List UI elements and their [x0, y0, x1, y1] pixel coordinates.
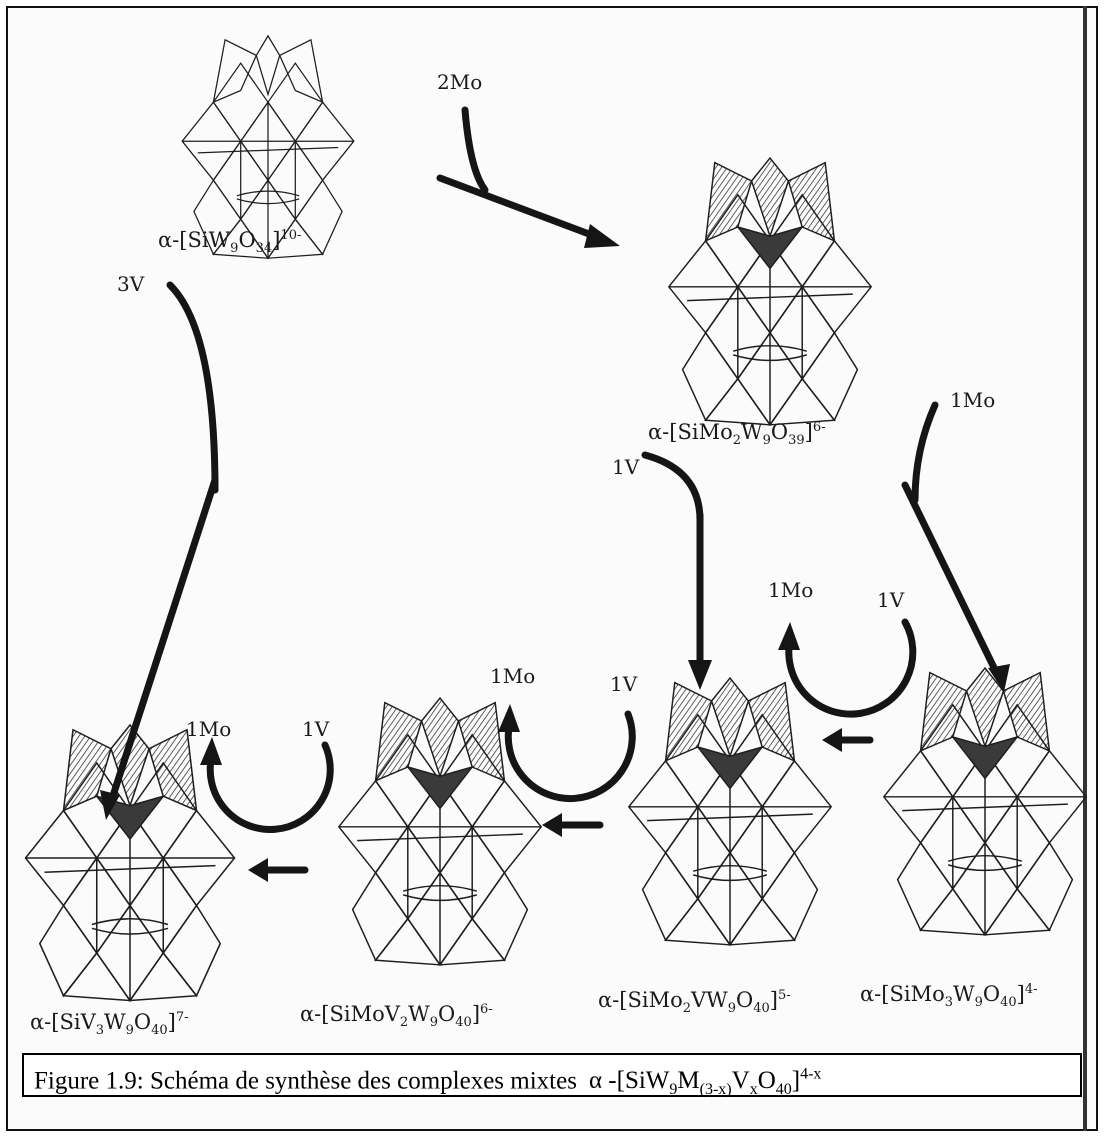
arrowhead-loop-3 [778, 622, 800, 650]
cluster-simo3w9o40 [884, 668, 1086, 935]
cluster-siw9o34 [182, 36, 354, 258]
arrow-1mo-right [905, 485, 1000, 680]
caption-text: Figure 1.9: Schéma de synthèse des compl… [34, 1067, 577, 1094]
reagent-3v: 3V [117, 272, 144, 296]
loop-arc-3 [789, 622, 913, 714]
loop-arc-2 [508, 714, 632, 799]
reagent-1v-loop3: 1V [877, 588, 904, 612]
reagent-1mo-loop2: 1Mo [490, 664, 535, 688]
reagent-1v-loop1: 1V [302, 717, 329, 741]
arrow-2mo-branch [465, 110, 485, 190]
cluster-simo2w9o39 [669, 158, 871, 425]
label-simo2vw9o40: α-[SiMo2VW9O40]5- [598, 988, 791, 1016]
label-simo2w9o39: α-[SiMo2W9O39]6- [648, 420, 826, 448]
arrowhead-1v-mid [688, 660, 712, 690]
reagent-2mo: 2Mo [437, 70, 482, 94]
arrowhead-h3 [822, 728, 842, 752]
arrowhead-loop-2 [498, 704, 520, 732]
arrowhead-2mo [584, 224, 620, 248]
reagent-1v-mid: 1V [612, 455, 639, 479]
label-siw9o34: α-[SiW9O34]10- [158, 228, 301, 256]
reagent-1v-loop2: 1V [610, 672, 637, 696]
cluster-simo2vw9o40 [629, 678, 831, 945]
caption-formula: α -[SiW9M(3-x)VxO40]4-x [589, 1067, 821, 1094]
figure-caption: Figure 1.9: Schéma de synthèse des compl… [22, 1053, 1082, 1097]
arrow-2mo [440, 178, 605, 240]
cluster-siv3w9o40 [25, 725, 234, 1001]
loop-arc-1 [210, 745, 330, 829]
reagent-1mo-loop3: 1Mo [768, 578, 813, 602]
label-simo3w9o40: α-[SiMo3W9O40]4- [860, 982, 1038, 1010]
reagent-1mo-right: 1Mo [950, 388, 995, 412]
arrowhead-h2 [542, 813, 562, 837]
arrowhead-loop-1 [200, 737, 222, 765]
reagent-1mo-loop1: 1Mo [186, 717, 231, 741]
arrow-1mo-right-branch [915, 405, 935, 500]
label-simov2w9o40: α-[SiMoV2W9O40]6- [300, 1002, 493, 1030]
arrow-1v-mid-branch [645, 455, 700, 520]
label-siv3w9o40: α-[SiV3W9O40]7- [30, 1010, 189, 1038]
arrow-3v-branch [170, 285, 215, 490]
arrowhead-h1 [248, 858, 268, 882]
